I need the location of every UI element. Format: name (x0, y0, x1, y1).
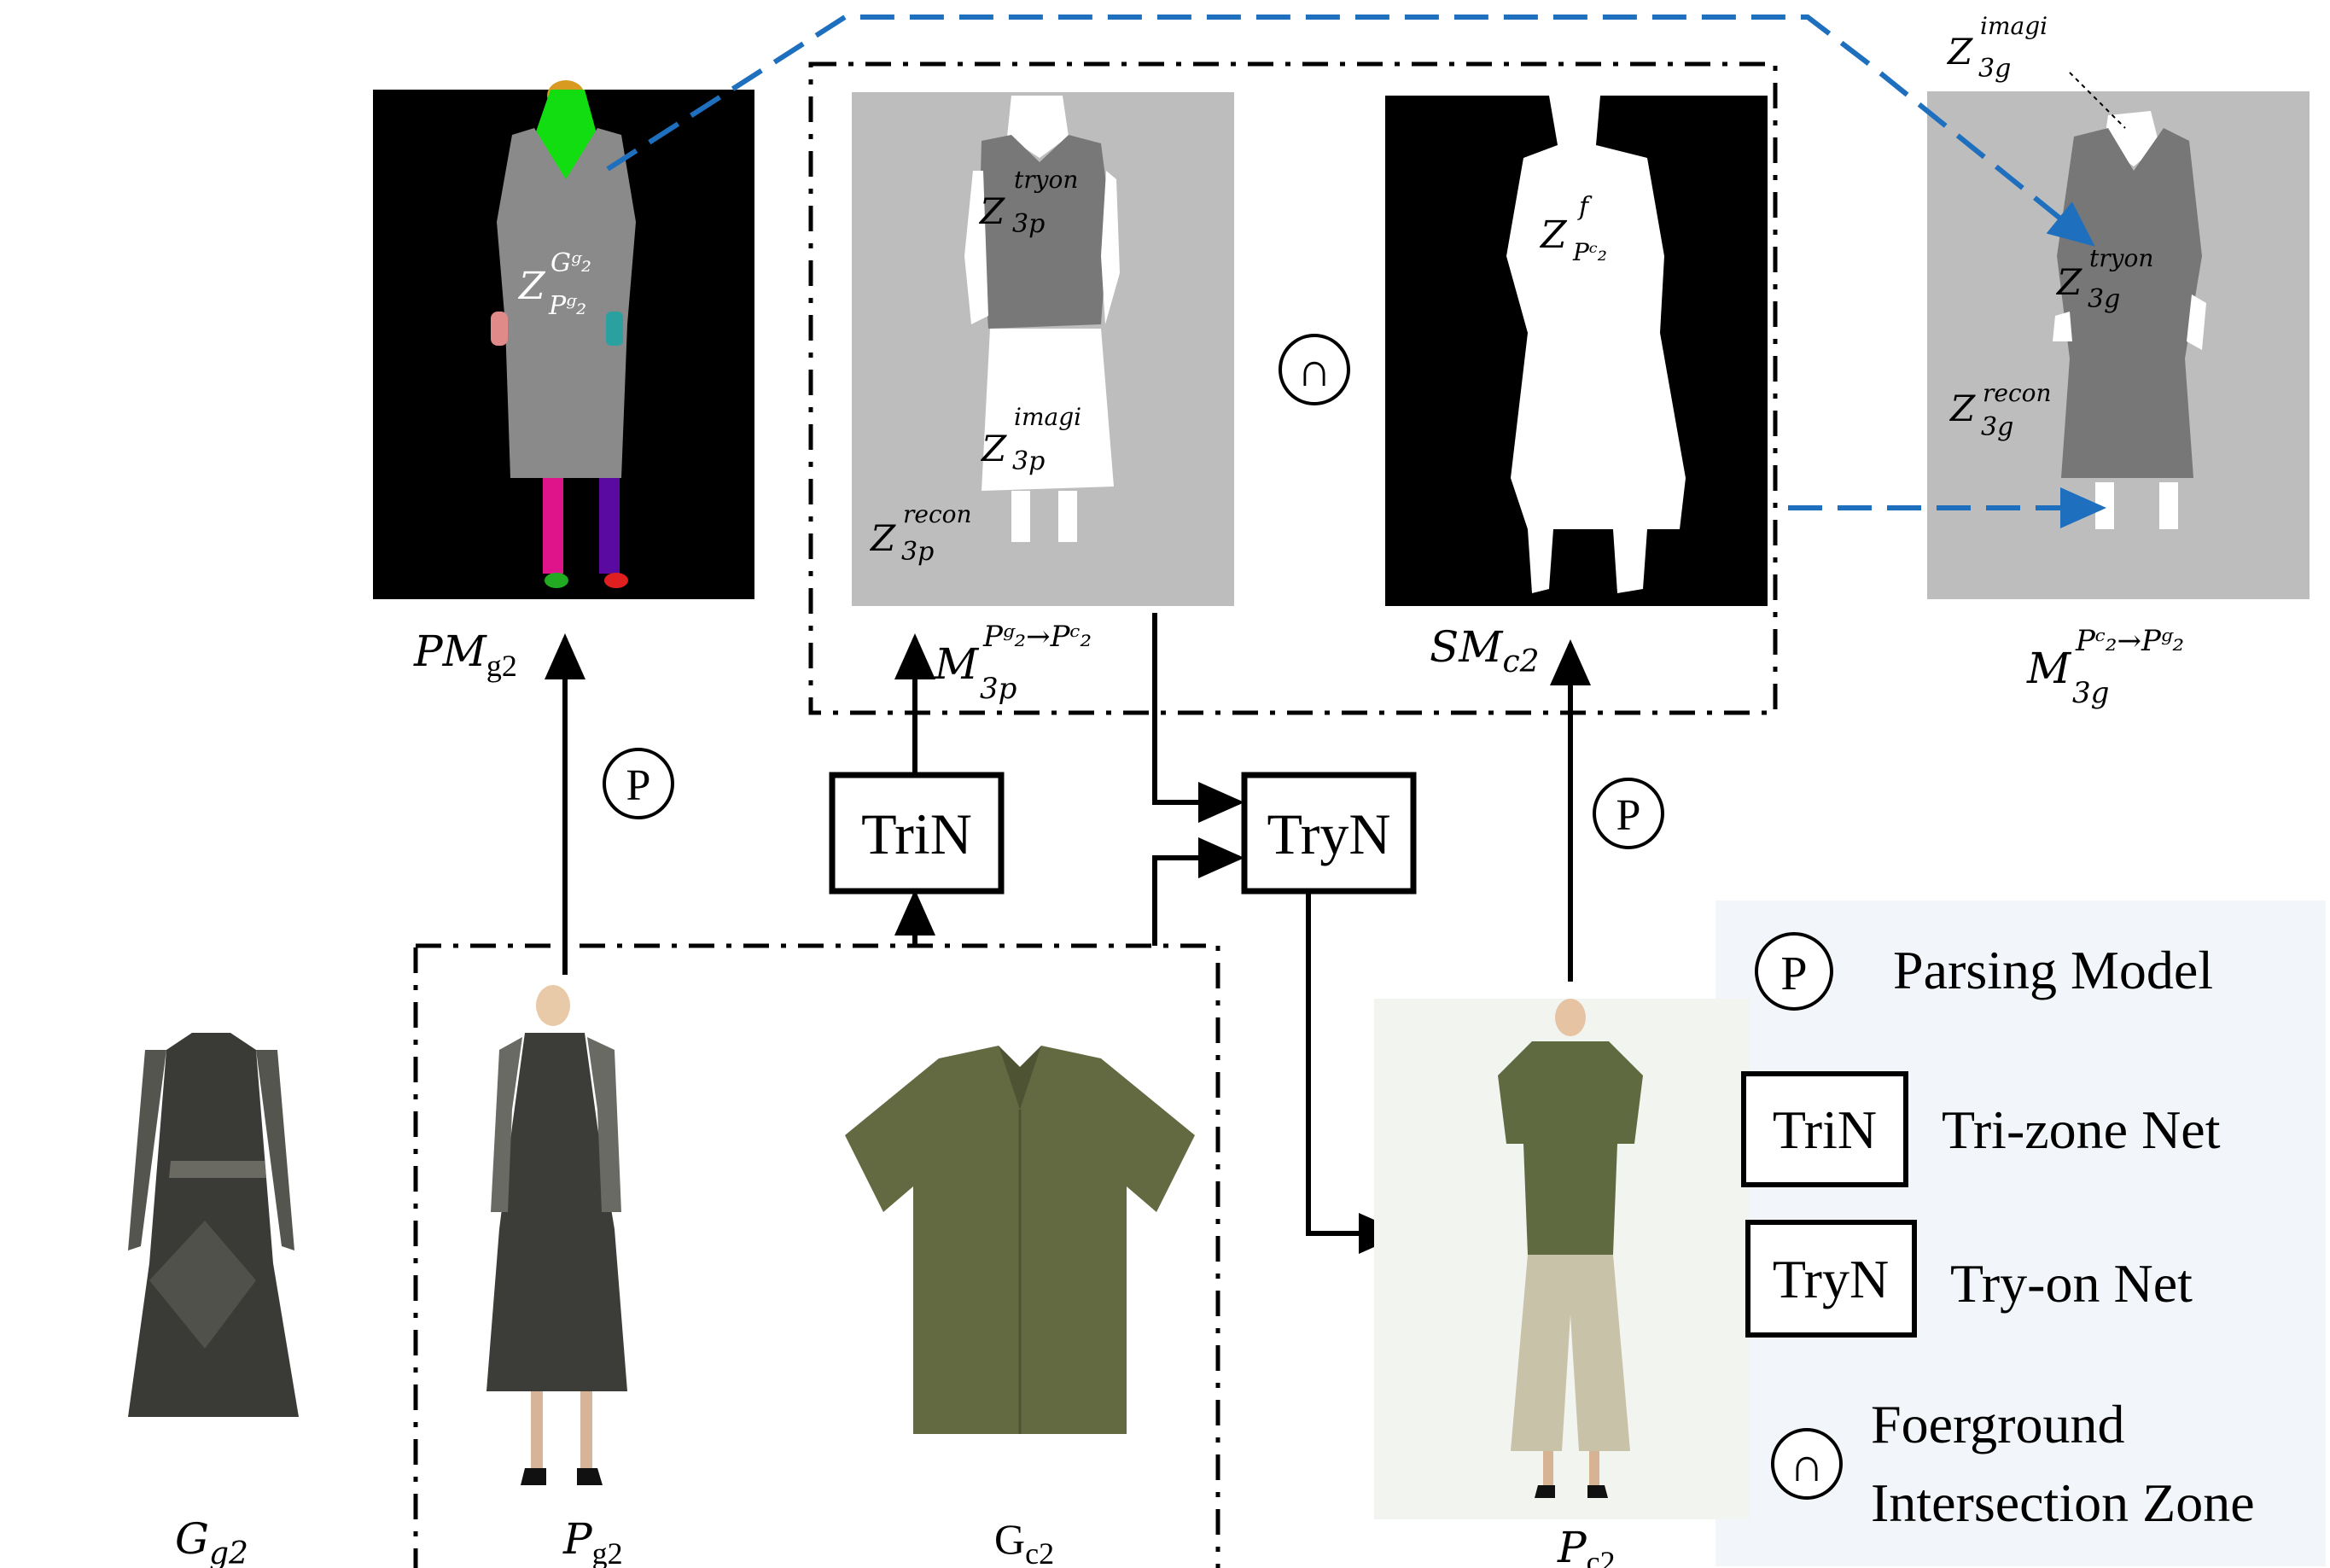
svg-text:3p: 3p (1012, 209, 1045, 239)
label-m-3g: M (2026, 644, 2072, 693)
panel-m-3g: Z tryon 3g Z recon 3g (1927, 91, 2310, 599)
image-g-g2 (128, 1033, 299, 1417)
svg-text:3g: 3g (1978, 54, 2011, 84)
label-z-3g-imagi: Z imagi 3g (1946, 12, 2126, 129)
label-g-c2: Gc2 (994, 1515, 1054, 1568)
svg-text:∩: ∩ (1297, 344, 1331, 397)
label-g-g2: Gg2 (175, 1514, 248, 1568)
svg-text:Z: Z (1948, 388, 1976, 429)
svg-text:P: P (626, 761, 651, 810)
blue-flow-arrows (606, 15, 2106, 528)
svg-text:recon: recon (1983, 379, 2052, 407)
svg-text:TryN: TryN (1267, 801, 1391, 866)
label-p-g2: Pg2 (562, 1514, 623, 1568)
input-group-box (413, 943, 1220, 1568)
parsing-symbol-left: P (603, 748, 674, 819)
intersect-symbol: ∩ (1279, 334, 1350, 405)
svg-text:tryon: tryon (2089, 244, 2153, 272)
image-g-c2 (845, 1046, 1195, 1434)
label-pm-g2: PMg2 (413, 627, 517, 683)
svg-text:3g: 3g (2072, 676, 2109, 710)
tryn-block: TryN (1241, 772, 1417, 895)
svg-text:Foerground: Foerground (1871, 1394, 2124, 1454)
label-sm-c2: SMc2 (1430, 622, 1540, 679)
svg-text:∩: ∩ (1790, 1439, 1824, 1492)
label-m-3p: M (934, 639, 980, 689)
svg-text:P: P (1616, 791, 1641, 840)
svg-text:TriN: TriN (1773, 1099, 1877, 1160)
svg-text:3g: 3g (1981, 412, 2013, 442)
image-p-g2 (486, 985, 627, 1485)
svg-text:3p: 3p (901, 537, 934, 567)
svg-text:TriN: TriN (861, 801, 972, 866)
svg-text:3g: 3g (2088, 284, 2120, 314)
legend-tryn: TryN Try-on Net (1745, 1220, 2193, 1338)
svg-text:Parsing Model: Parsing Model (1893, 940, 2213, 1000)
svg-text:imagi: imagi (1014, 403, 1081, 431)
svg-text:Pᵍ₂: Pᵍ₂ (548, 291, 586, 321)
panel-sm-c2: Z f Pᶜ₂ (1385, 96, 1768, 606)
svg-text:Pᶜ₂→Pᵍ₂: Pᶜ₂→Pᵍ₂ (2075, 624, 2184, 658)
panel-pm-g2: Z Gᵍ₂ Pᵍ₂ (373, 80, 754, 599)
svg-text:Gᵍ₂: Gᵍ₂ (550, 248, 591, 278)
svg-text:Z: Z (869, 517, 896, 559)
svg-text:TryN: TryN (1773, 1249, 1889, 1309)
panel-m-3p: Z tryon 3p Z imagi 3p Z recon 3p (852, 92, 1234, 606)
svg-text:Z: Z (517, 265, 546, 308)
trin-block: TriN (829, 772, 1005, 895)
svg-text:P: P (1780, 947, 1807, 1000)
legend-trin: TriN Tri-zone Net (1741, 1071, 2221, 1187)
label-p-c2: Pc2 (1557, 1523, 1616, 1568)
legend-parsing: P Parsing Model (1755, 932, 2213, 1011)
svg-text:recon: recon (903, 500, 972, 528)
svg-text:Z: Z (978, 190, 1005, 232)
black-arrows (545, 613, 1591, 1254)
svg-text:Pᶜ₂: Pᶜ₂ (1572, 238, 1607, 266)
svg-text:Tri-zone Net: Tri-zone Net (1942, 1099, 2221, 1160)
svg-text:3p: 3p (980, 672, 1016, 706)
mask-group-box (808, 61, 1778, 715)
svg-text:Z: Z (1539, 213, 1568, 257)
svg-text:3p: 3p (1012, 446, 1045, 476)
image-p-c2 (1374, 999, 1750, 1519)
svg-text:Try-on Net: Try-on Net (1950, 1253, 2193, 1314)
svg-text:Pᵍ₂→Pᶜ₂: Pᵍ₂→Pᶜ₂ (982, 620, 1092, 654)
parsing-symbol-right: P (1593, 778, 1664, 849)
svg-text:tryon: tryon (1014, 166, 1078, 194)
svg-text:Z: Z (2055, 261, 2082, 303)
svg-text:imagi: imagi (1980, 12, 2047, 40)
legend-intersect: ∩ Foerground Intersection Zone (1771, 1394, 2255, 1533)
svg-text:Z: Z (1946, 31, 1973, 73)
svg-text:Z: Z (980, 428, 1007, 469)
svg-text:Intersection Zone: Intersection Zone (1871, 1472, 2255, 1533)
